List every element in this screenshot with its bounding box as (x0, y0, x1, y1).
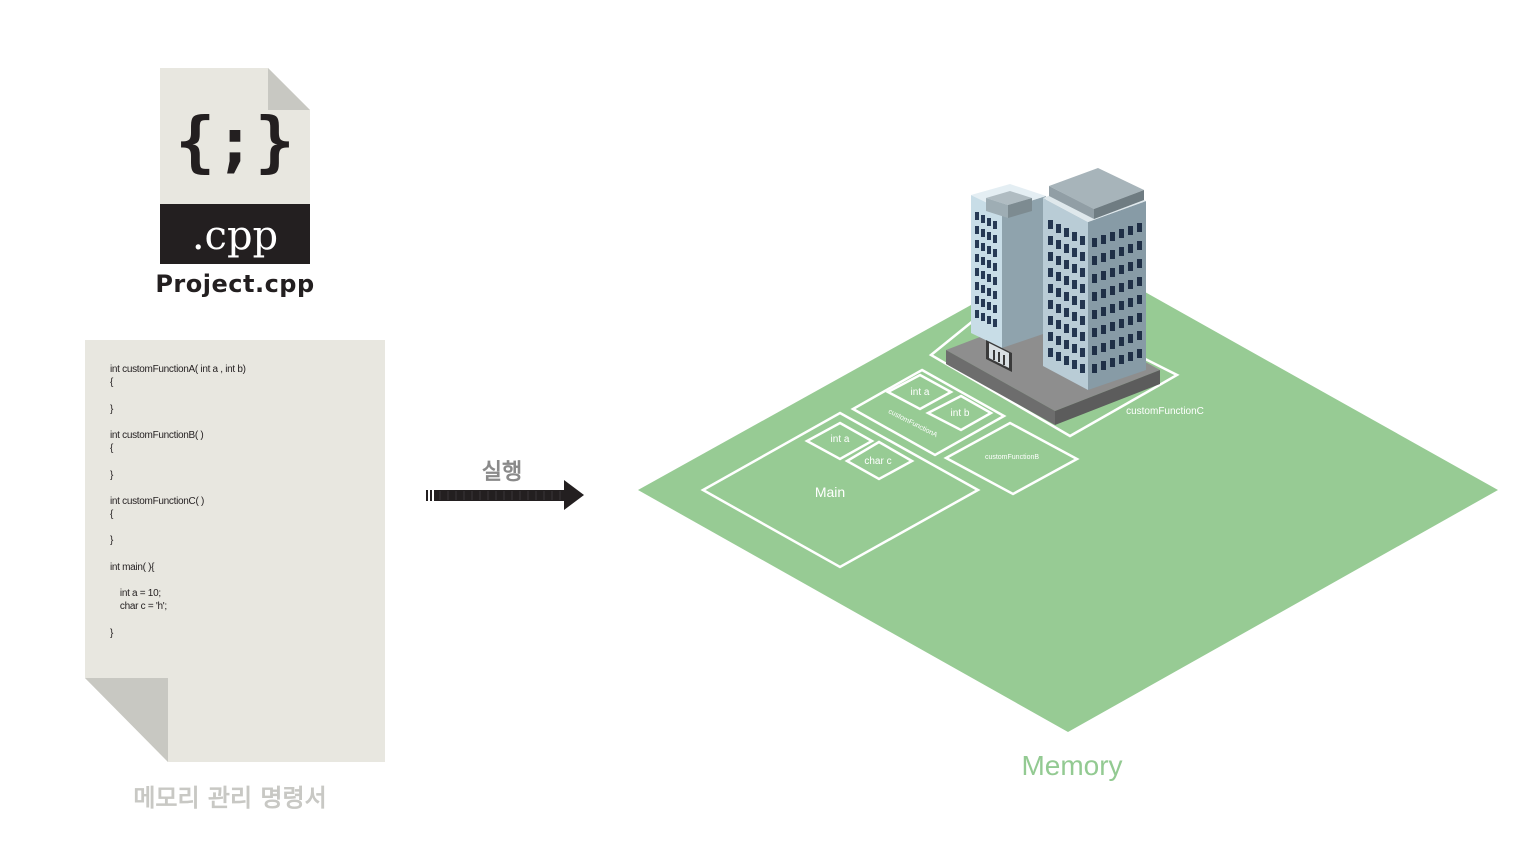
code-line: } (110, 627, 114, 639)
code-line: { (110, 377, 114, 389)
function-a-int-a-label: int a (911, 387, 930, 398)
memory-label: Memory (1021, 750, 1123, 781)
code-line (110, 389, 360, 402)
code-line: int customFunctionB( ) (110, 429, 204, 441)
function-b-block (943, 421, 1080, 496)
code-line (110, 416, 360, 429)
function-a-int-a-block (885, 373, 954, 411)
code-line: int customFunctionC( ) (110, 495, 204, 507)
code-line (110, 521, 360, 534)
function-a-int-b-block (925, 394, 994, 432)
source-sheet (85, 340, 385, 762)
memory-board: Main int a char c customFunctionA int a … (638, 168, 1498, 732)
code-line (110, 574, 360, 587)
cpp-file-icon: {;} .cpp (160, 68, 310, 264)
main-int-a-block (804, 421, 875, 461)
function-a-block (850, 368, 1007, 457)
sheet-caption: 메모리 관리 명령서 (133, 784, 327, 812)
memory-plane (638, 250, 1498, 732)
code-line: { (110, 509, 114, 521)
main-int-a-label: int a (831, 434, 850, 445)
code-line: int customFunctionA( int a , int b) (110, 364, 246, 375)
function-b-label: customFunctionB (985, 454, 1039, 461)
code-line (110, 455, 360, 468)
building-icon (946, 168, 1160, 425)
main-block (700, 411, 981, 569)
function-c-label: customFunctionC (1126, 406, 1204, 417)
run-label: 실행 (481, 460, 523, 485)
main-char-c-label: char c (864, 456, 891, 467)
code-line: } (110, 469, 114, 481)
code-glyph: {;} (175, 103, 294, 180)
source-code: int customFunctionA( int a , int b) {} int… (110, 363, 360, 640)
code-line: } (110, 403, 114, 415)
code-line: { (110, 443, 114, 455)
code-line: char c = 'h'; (110, 601, 167, 613)
main-label: Main (815, 484, 845, 500)
code-line: int main( ){ (110, 561, 155, 573)
file-name: Project.cpp (155, 270, 315, 298)
code-line (110, 548, 360, 561)
file-extension: .cpp (192, 213, 278, 259)
function-a-int-b-label: int b (951, 408, 970, 419)
code-line: } (110, 535, 114, 547)
code-line: int a = 10; (110, 588, 161, 600)
main-char-c-block (844, 440, 915, 481)
execute-arrow (426, 480, 584, 510)
code-line (110, 614, 360, 627)
code-line (110, 482, 360, 495)
